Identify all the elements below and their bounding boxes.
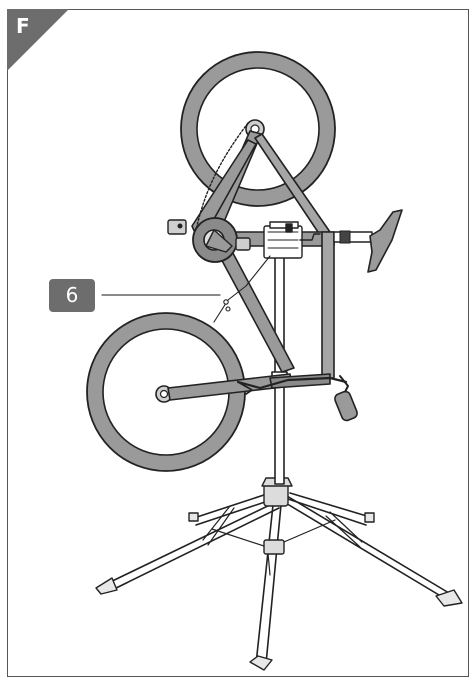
stand-feet (95, 512, 463, 671)
stand-clamp (263, 221, 321, 259)
chain (195, 122, 249, 231)
handlebar (236, 375, 358, 422)
cable (213, 255, 271, 323)
callout-label-6: 6 (49, 279, 95, 312)
stand-hub (261, 477, 293, 555)
figure-frame (7, 9, 469, 677)
rear-wheel (180, 51, 336, 207)
section-corner-tab (7, 9, 69, 71)
bike-frame (167, 130, 335, 401)
crankset (167, 217, 251, 263)
front-wheel (86, 312, 246, 472)
section-letter: F (16, 14, 30, 38)
stand-legs (101, 492, 455, 665)
saddle (333, 209, 403, 273)
